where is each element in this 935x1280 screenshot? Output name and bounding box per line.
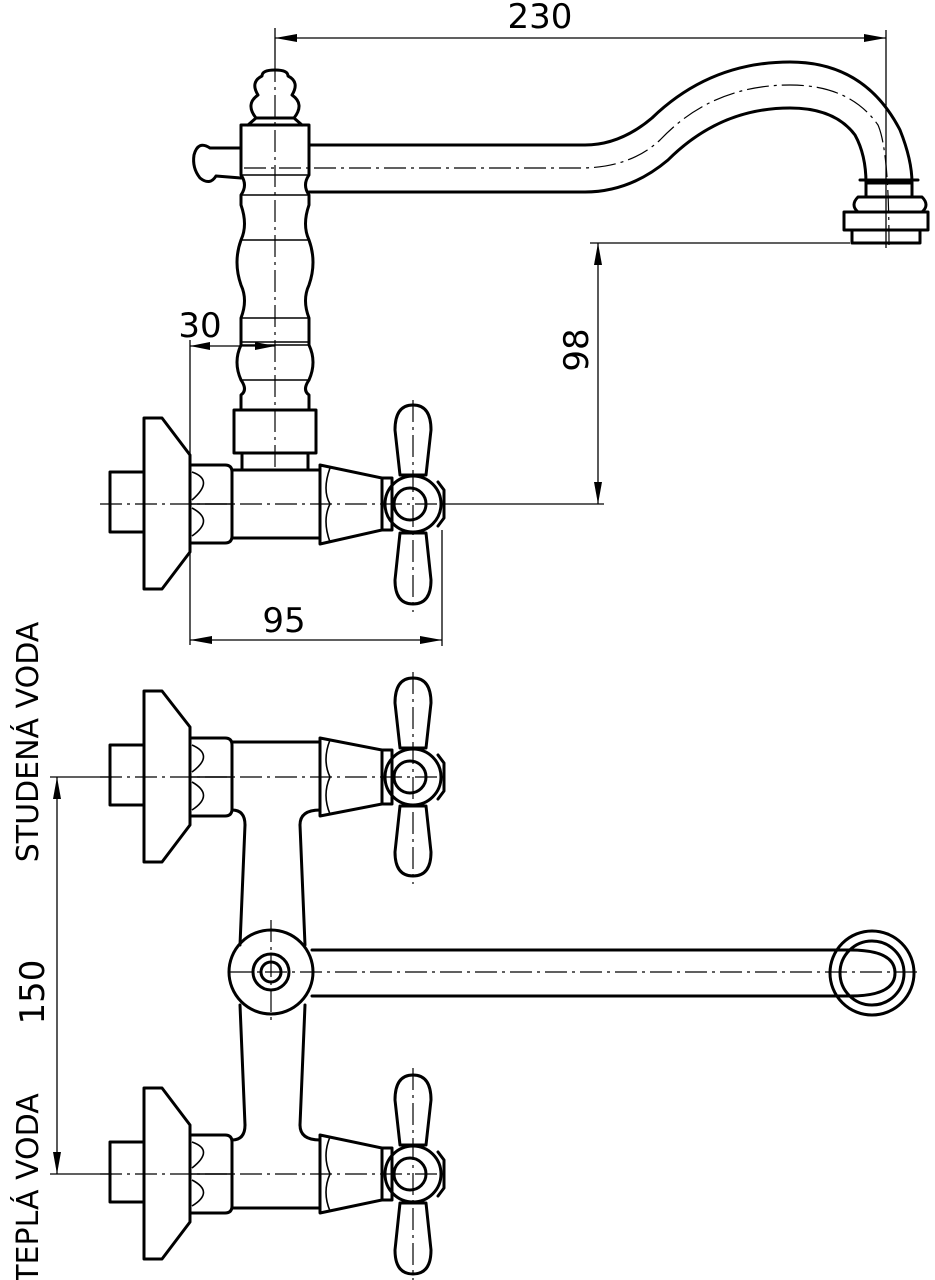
dimension-98-label: 98 [557,328,597,371]
dimension-230-label: 230 [508,0,573,37]
dimension-230: 230 [274,0,887,248]
dimension-95-label: 95 [262,601,305,641]
dimension-98: 98 [442,242,850,505]
dimension-95: 95 [190,530,443,646]
front-view: 150 STUDENÁ VODA TEPLÁ VODA [10,621,920,1280]
dimension-30-label: 30 [178,306,221,346]
side-centerlines [100,60,890,612]
front-spout [310,929,916,1017]
dimension-30: 30 [178,306,275,645]
side-valve-body [230,451,322,540]
side-view: 230 98 30 95 [100,0,930,646]
side-column [192,68,318,455]
cold-water-label: STUDENÁ VODA [10,621,46,862]
dimension-150-label: 150 [13,960,53,1025]
side-spout [307,60,930,245]
front-centerlines [100,672,920,1280]
hot-water-label: TEPLÁ VODA [10,1093,46,1280]
dimension-150: 150 [13,776,112,1175]
